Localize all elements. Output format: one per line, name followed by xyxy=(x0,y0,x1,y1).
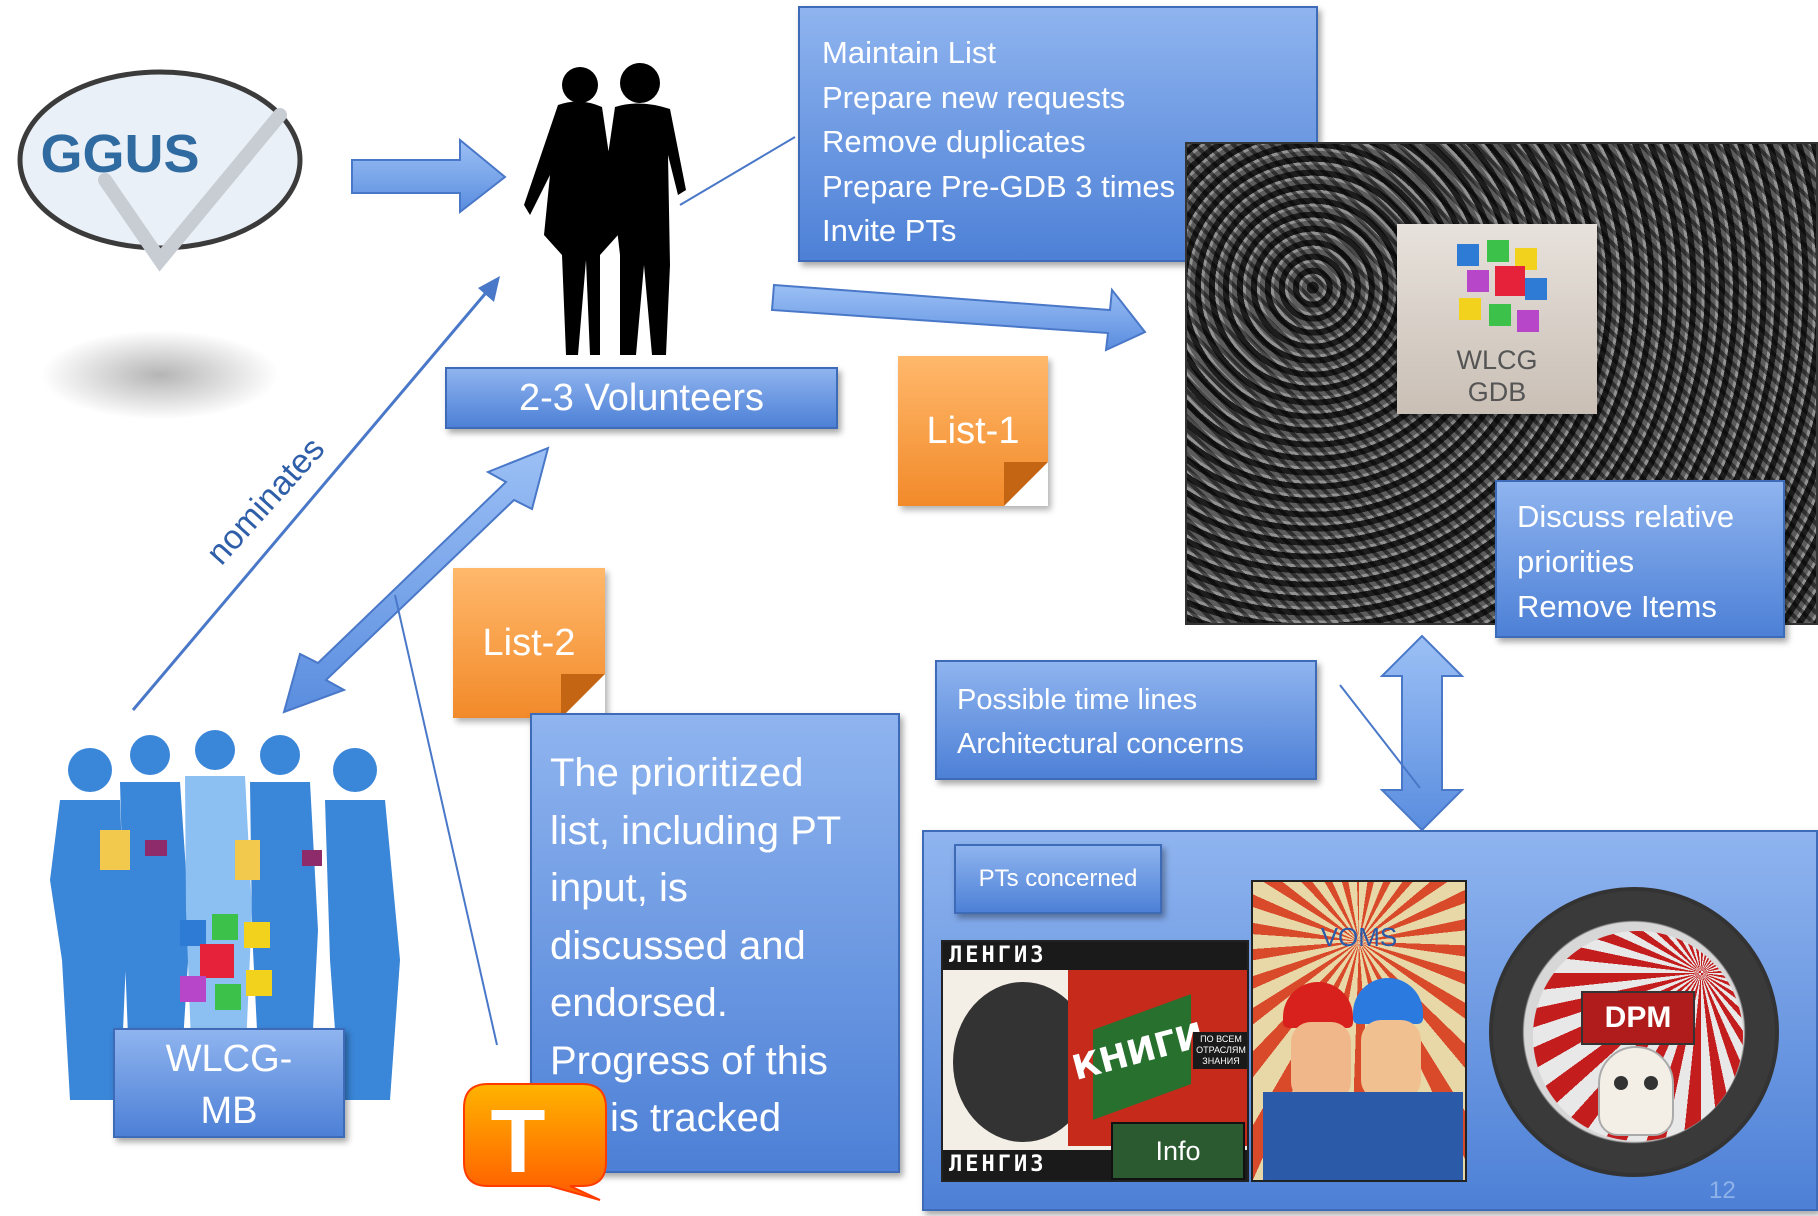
voms-poster: VOMS xyxy=(1251,880,1467,1182)
gdb-discussion-box: Discuss relative priorities Remove Items xyxy=(1495,480,1785,638)
voms-label: VOMS xyxy=(1320,922,1398,952)
gdb-label-line2: GDB xyxy=(1467,377,1527,407)
volunteers-to-gdb-arrow xyxy=(770,283,1147,352)
prioritized-line: discussed and xyxy=(550,923,806,968)
wlcg-mb-people xyxy=(50,730,400,1100)
pt-panel: PTs concerned ЛЕНГИЗ КНИГИ ПО ВСЕМ ОТРАС… xyxy=(922,830,1818,1211)
list1-label: List-1 xyxy=(926,409,1020,452)
dpm-badge: DPM xyxy=(1489,887,1779,1177)
ggus-logo-graphic: GGUS xyxy=(17,69,303,272)
slide-number: 12 xyxy=(1709,1177,1736,1204)
info-poster-side-text: ПО ВСЕМ ОТРАСЛЯМ ЗНАНИЯ xyxy=(1193,1032,1247,1069)
gdb-line: Remove Items xyxy=(1517,589,1717,624)
mb-volunteers-double-arrow xyxy=(282,446,550,714)
wlcg-mb-cube-icon xyxy=(180,914,272,1010)
tasks-line: Maintain List xyxy=(822,35,997,70)
list2-label: List-2 xyxy=(482,621,576,664)
tasks-line: Prepare new requests xyxy=(822,79,1126,115)
dpm-label: DPM xyxy=(1581,991,1695,1045)
prioritized-line: The prioritized xyxy=(550,751,804,795)
wlcg-mb-label: WLCG- MB xyxy=(113,1028,345,1138)
list1-note: List-1 xyxy=(898,356,1048,506)
ggus-logo-shadow xyxy=(40,330,280,420)
volunteers-label-text: 2-3 Volunteers xyxy=(518,376,765,419)
tracker-logo-letter: T xyxy=(491,1092,546,1192)
prioritized-line: Progress of this xyxy=(550,1038,828,1083)
info-label: Info xyxy=(1111,1122,1245,1180)
ggus-logo[interactable]: GGUS xyxy=(10,60,310,420)
timeline-line: Architectural concerns xyxy=(957,728,1244,760)
info-poster: ЛЕНГИЗ КНИГИ ПО ВСЕМ ОТРАСЛЯМ ЗНАНИЯ ЛЕН… xyxy=(941,940,1249,1182)
timeline-box: Possible time lines Architectural concer… xyxy=(935,660,1317,780)
volunteers-label: 2-3 Volunteers xyxy=(445,367,838,429)
prioritized-list-box: The prioritized list, including PT input… xyxy=(530,713,900,1173)
nominates-arrow xyxy=(131,287,492,711)
tasks-line: Remove duplicates xyxy=(822,124,1086,159)
ggus-to-volunteers-arrow xyxy=(351,137,507,215)
prioritized-line: endorsed. xyxy=(550,981,728,1025)
dpm-mascot-icon xyxy=(1598,1046,1674,1136)
pt-panel-title: PTs concerned xyxy=(954,844,1162,914)
info-poster-top-bar: ЛЕНГИЗ xyxy=(943,942,1247,970)
volunteers-silhouette xyxy=(524,63,686,355)
prioritized-line: input, is xyxy=(550,866,688,910)
gdb-badge: WLCG GDB xyxy=(1397,224,1597,414)
wlcg-mb-line2: MB xyxy=(200,1090,258,1132)
timeline-line: Possible time lines xyxy=(957,684,1198,716)
gdb-line: priorities xyxy=(1517,544,1635,579)
tracker-logo-graphic: T xyxy=(463,1083,607,1201)
list2-note: List-2 xyxy=(453,568,605,718)
wlcg-mb-line1: WLCG- xyxy=(165,1038,293,1080)
gdb-line: Discuss relative xyxy=(1517,499,1735,534)
wlcg-cube-icon xyxy=(1457,240,1547,332)
gdb-pt-double-arrow xyxy=(1379,634,1465,832)
tasks-line: Invite PTs xyxy=(822,213,957,248)
ggus-logo-text: GGUS xyxy=(40,124,199,184)
prioritized-line: list, including PT xyxy=(550,808,842,853)
gdb-label-line1: WLCG xyxy=(1456,345,1538,375)
tracker-logo[interactable]: T xyxy=(460,1080,610,1211)
